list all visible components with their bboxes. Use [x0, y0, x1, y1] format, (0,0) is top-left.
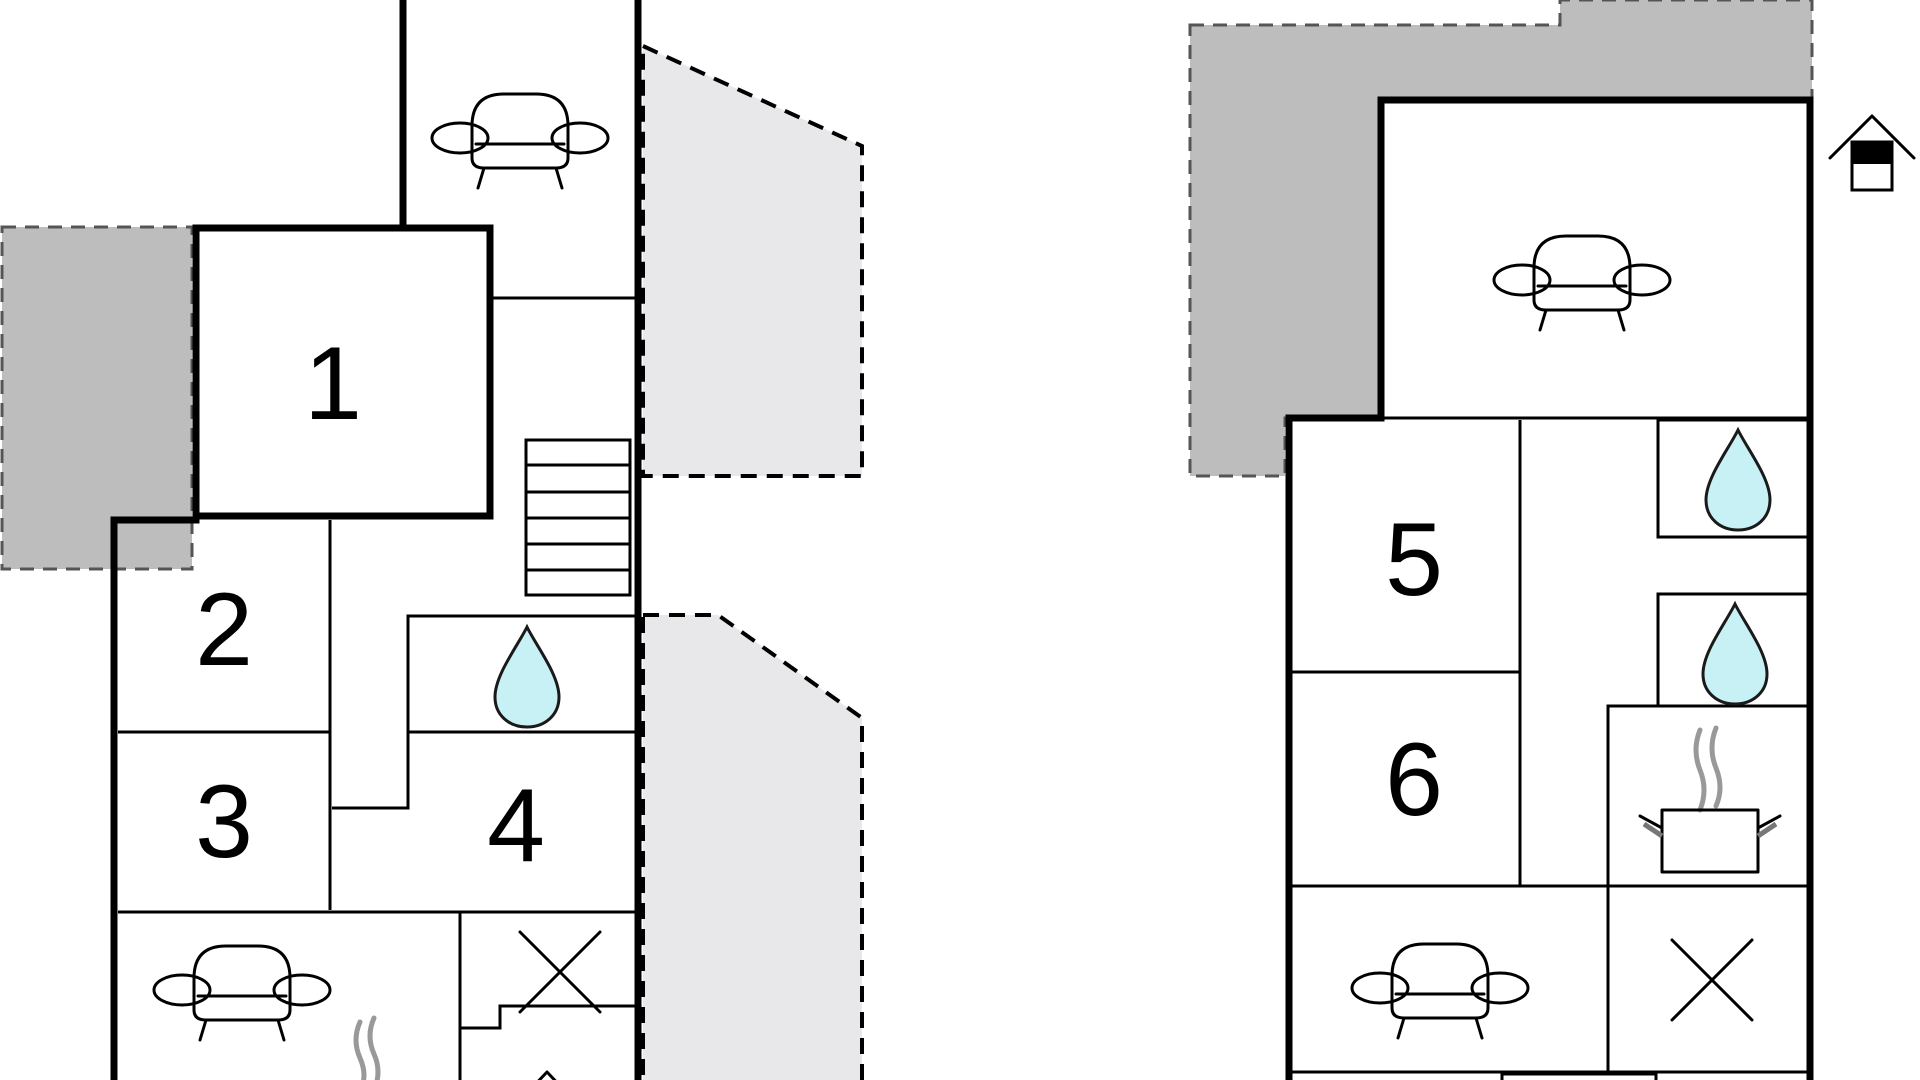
sofa-icon — [152, 944, 332, 1042]
water-drop-icon — [493, 625, 561, 729]
sofa-icon — [1492, 234, 1672, 332]
house-entrance-icon — [1828, 114, 1916, 192]
steam-icon — [353, 1015, 381, 1080]
sofa-icon — [1350, 942, 1530, 1040]
terrace-covered-top-right — [1188, 0, 1814, 478]
room-number-5: 5 — [1385, 502, 1443, 618]
room-number-6: 6 — [1385, 722, 1443, 838]
terrace-covered-left — [0, 225, 194, 571]
cooking-pot-icon — [1638, 725, 1782, 874]
terrace-open-right-lower — [641, 613, 864, 1080]
cross-icon — [1670, 938, 1754, 1022]
cross-icon — [518, 930, 602, 1014]
house-entrance-icon — [537, 1070, 557, 1080]
room-number-1: 1 — [304, 326, 362, 442]
right-floor — [1285, 96, 1916, 1080]
room-number-3: 3 — [195, 764, 253, 880]
water-drop-icon — [1704, 428, 1772, 532]
left-floor — [110, 0, 642, 1080]
room-number-2: 2 — [195, 572, 253, 688]
water-drop-icon — [1701, 602, 1769, 706]
sofa-icon — [430, 92, 610, 190]
stairs-icon — [524, 438, 632, 597]
room-number-4: 4 — [487, 768, 545, 884]
terrace-open-right-upper — [641, 42, 864, 478]
